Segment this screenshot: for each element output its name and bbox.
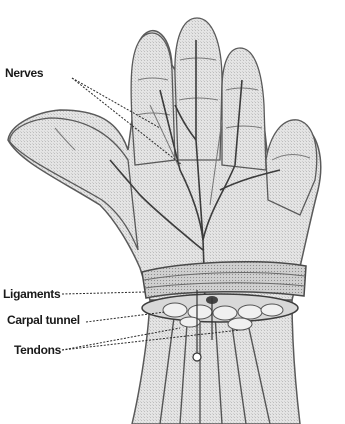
middle-finger — [175, 18, 222, 160]
pin-head — [193, 353, 201, 361]
label-ligaments: Ligaments — [3, 287, 60, 301]
ring-finger — [222, 48, 266, 170]
label-nerves: Nerves — [5, 66, 43, 80]
label-tendons: Tendons — [14, 343, 61, 357]
label-carpal-tunnel: Carpal tunnel — [7, 313, 80, 327]
